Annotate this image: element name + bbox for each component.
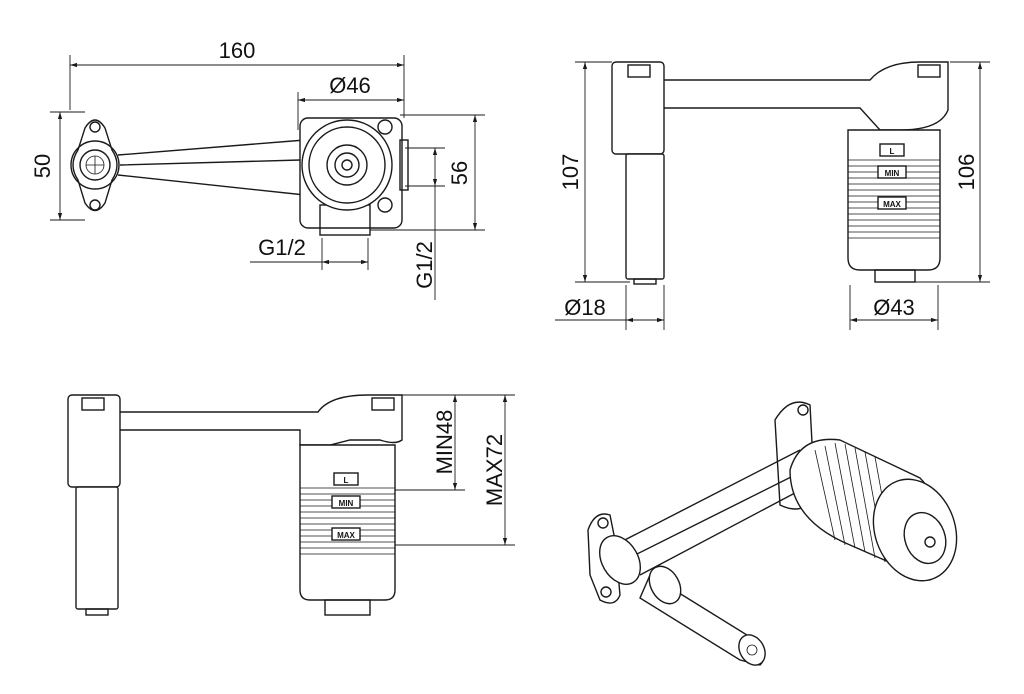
label-l: L — [890, 147, 895, 156]
top-view: 160 Ø46 50 56 G1/2 G1/2 — [30, 38, 485, 300]
label-max: MAX — [883, 200, 901, 209]
isometric-view — [587, 401, 958, 666]
iso-ribs — [814, 442, 896, 568]
side-label-l: L — [344, 476, 349, 485]
side-label-min: MIN — [339, 499, 354, 508]
dim-body-diameter: Ø46 — [329, 73, 371, 98]
dim-pipe-diameter: Ø18 — [564, 295, 606, 320]
dim-max-depth: MAX72 — [482, 434, 507, 506]
label-min: MIN — [885, 169, 900, 178]
dim-bracket-height: 50 — [30, 154, 55, 178]
front-view: L MIN MAX 107 106 Ø18 Ø43 — [555, 61, 990, 330]
dim-body-height: 56 — [447, 161, 472, 185]
side-view: L MIN MAX MIN48 MAX72 — [67, 394, 515, 616]
dim-cartridge-diameter: Ø43 — [873, 295, 915, 320]
dim-min-depth: MIN48 — [432, 410, 457, 475]
side-label-max: MAX — [337, 531, 355, 540]
dim-pipe-height: 107 — [558, 154, 583, 191]
dim-cartridge-height: 106 — [954, 154, 979, 191]
dim-width: 160 — [219, 38, 256, 63]
dim-side-thread: G1/2 — [412, 241, 437, 289]
dim-outlet-thread: G1/2 — [258, 235, 306, 260]
